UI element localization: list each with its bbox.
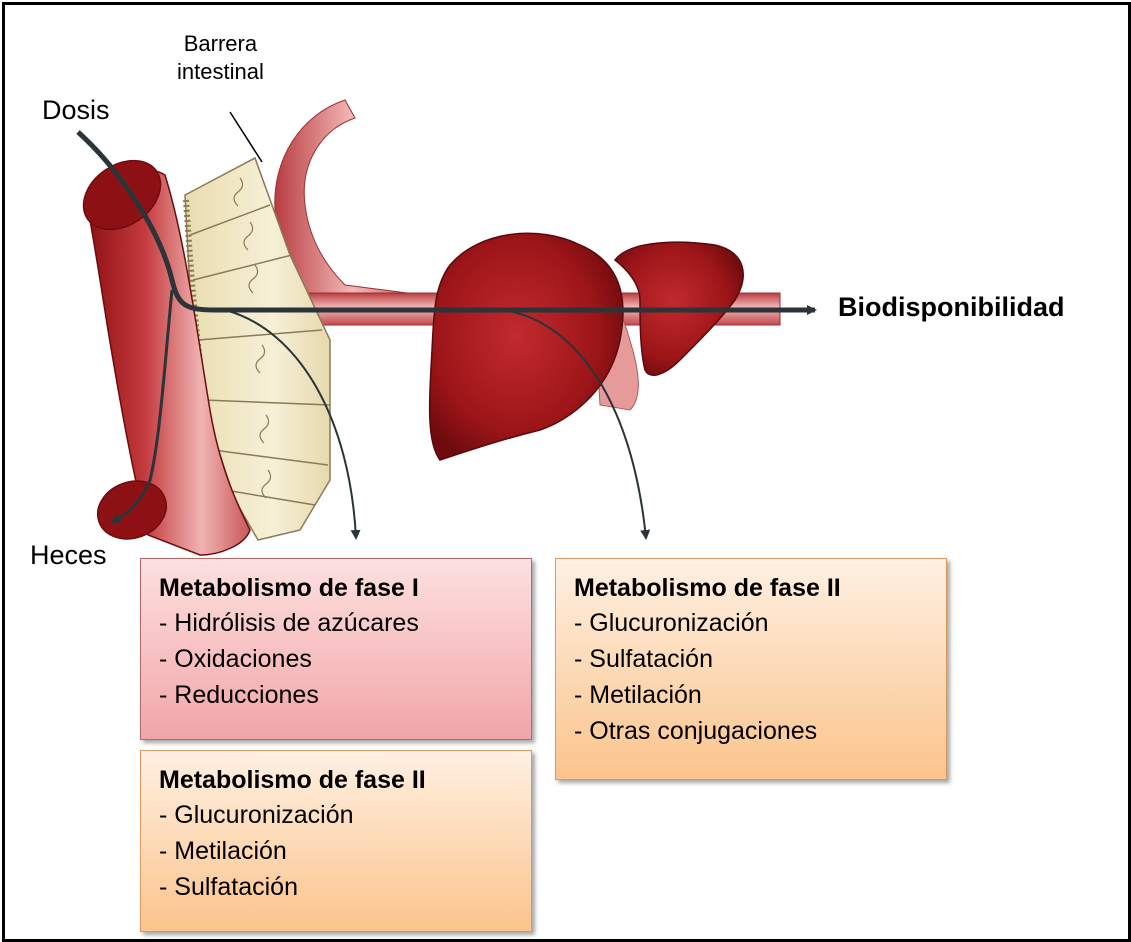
dose-label: Dosis (42, 95, 110, 126)
barrier-label-line1: Barrera (177, 30, 264, 58)
list-item: Otras conjugaciones (574, 713, 946, 749)
liver-phase2-title: Metabolismo de fase II (574, 571, 946, 605)
list-item: Hidrólisis de azúcares (159, 605, 531, 641)
feces-label: Heces (30, 540, 107, 571)
intestine-phase1-title: Metabolismo de fase I (159, 571, 531, 605)
list-item: Oxidaciones (159, 641, 531, 677)
list-item: Reducciones (159, 677, 531, 713)
intestine-phase2-box: Metabolismo de fase II Glucuronización M… (140, 750, 532, 932)
bioavailability-label: Biodisponibilidad (838, 292, 1064, 323)
barrier-label: Barrera intestinal (177, 30, 264, 86)
list-item: Sulfatación (574, 641, 946, 677)
intestine-phase1-box: Metabolismo de fase I Hidrólisis de azúc… (140, 558, 532, 740)
barrier-label-line2: intestinal (177, 58, 264, 86)
list-item: Sulfatación (159, 869, 531, 905)
list-item: Glucuronización (159, 797, 531, 833)
barrier-pointer (230, 112, 262, 162)
list-item: Metilación (159, 833, 531, 869)
liver-phase2-list: Glucuronización Sulfatación Metilación O… (574, 605, 946, 749)
liver (430, 233, 744, 460)
intestine-phase2-title: Metabolismo de fase II (159, 763, 531, 797)
list-item: Metilación (574, 677, 946, 713)
liver-phase2-box: Metabolismo de fase II Glucuronización S… (555, 558, 947, 780)
intestine-phase1-list: Hidrólisis de azúcares Oxidaciones Reduc… (159, 605, 531, 713)
intestine-phase2-list: Glucuronización Metilación Sulfatación (159, 797, 531, 905)
list-item: Glucuronización (574, 605, 946, 641)
